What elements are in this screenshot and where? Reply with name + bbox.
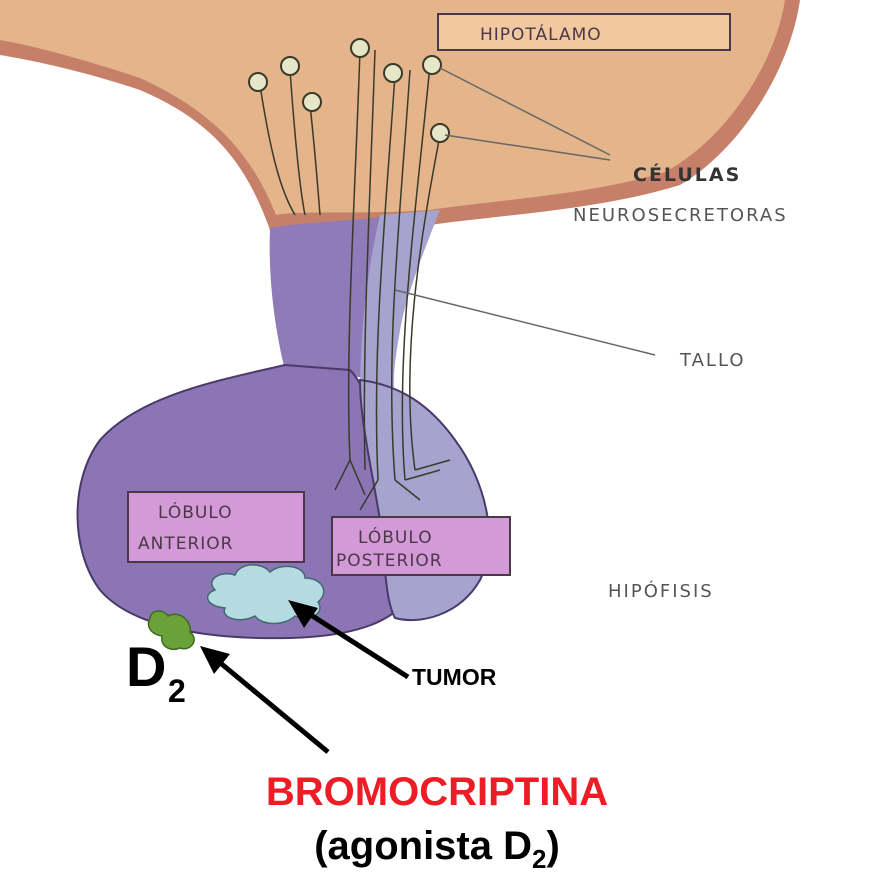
receptor-arrow-shaft: [212, 656, 328, 752]
anterior-label-line1: LÓBULO: [158, 501, 233, 523]
cells-label-line1: CÉLULAS: [633, 163, 741, 186]
posterior-label-line2: POSTERIOR: [336, 551, 443, 571]
pituitary-label: HIPÓFISIS: [608, 580, 714, 602]
drug-name: BROMOCRIPTINA: [0, 770, 874, 815]
drug-desc-prefix: (agonista D: [314, 824, 532, 868]
receptor-label-sub: 2: [168, 673, 186, 709]
tumor-label: TUMOR: [412, 664, 497, 690]
stalk-label: TALLO: [679, 350, 746, 371]
posterior-label-line1: LÓBULO: [358, 526, 433, 548]
drug-description: (agonista D2): [0, 824, 874, 875]
cells-label-line2: NEUROSECRETORAS: [573, 205, 788, 226]
anterior-label-line2: ANTERIOR: [138, 534, 234, 554]
receptor-label-main: D: [126, 635, 166, 698]
drug-desc-subscript: 2: [532, 844, 546, 874]
drug-desc-suffix: ): [546, 824, 559, 868]
hypothalamus-label: HIPOTÁLAMO: [480, 23, 602, 45]
